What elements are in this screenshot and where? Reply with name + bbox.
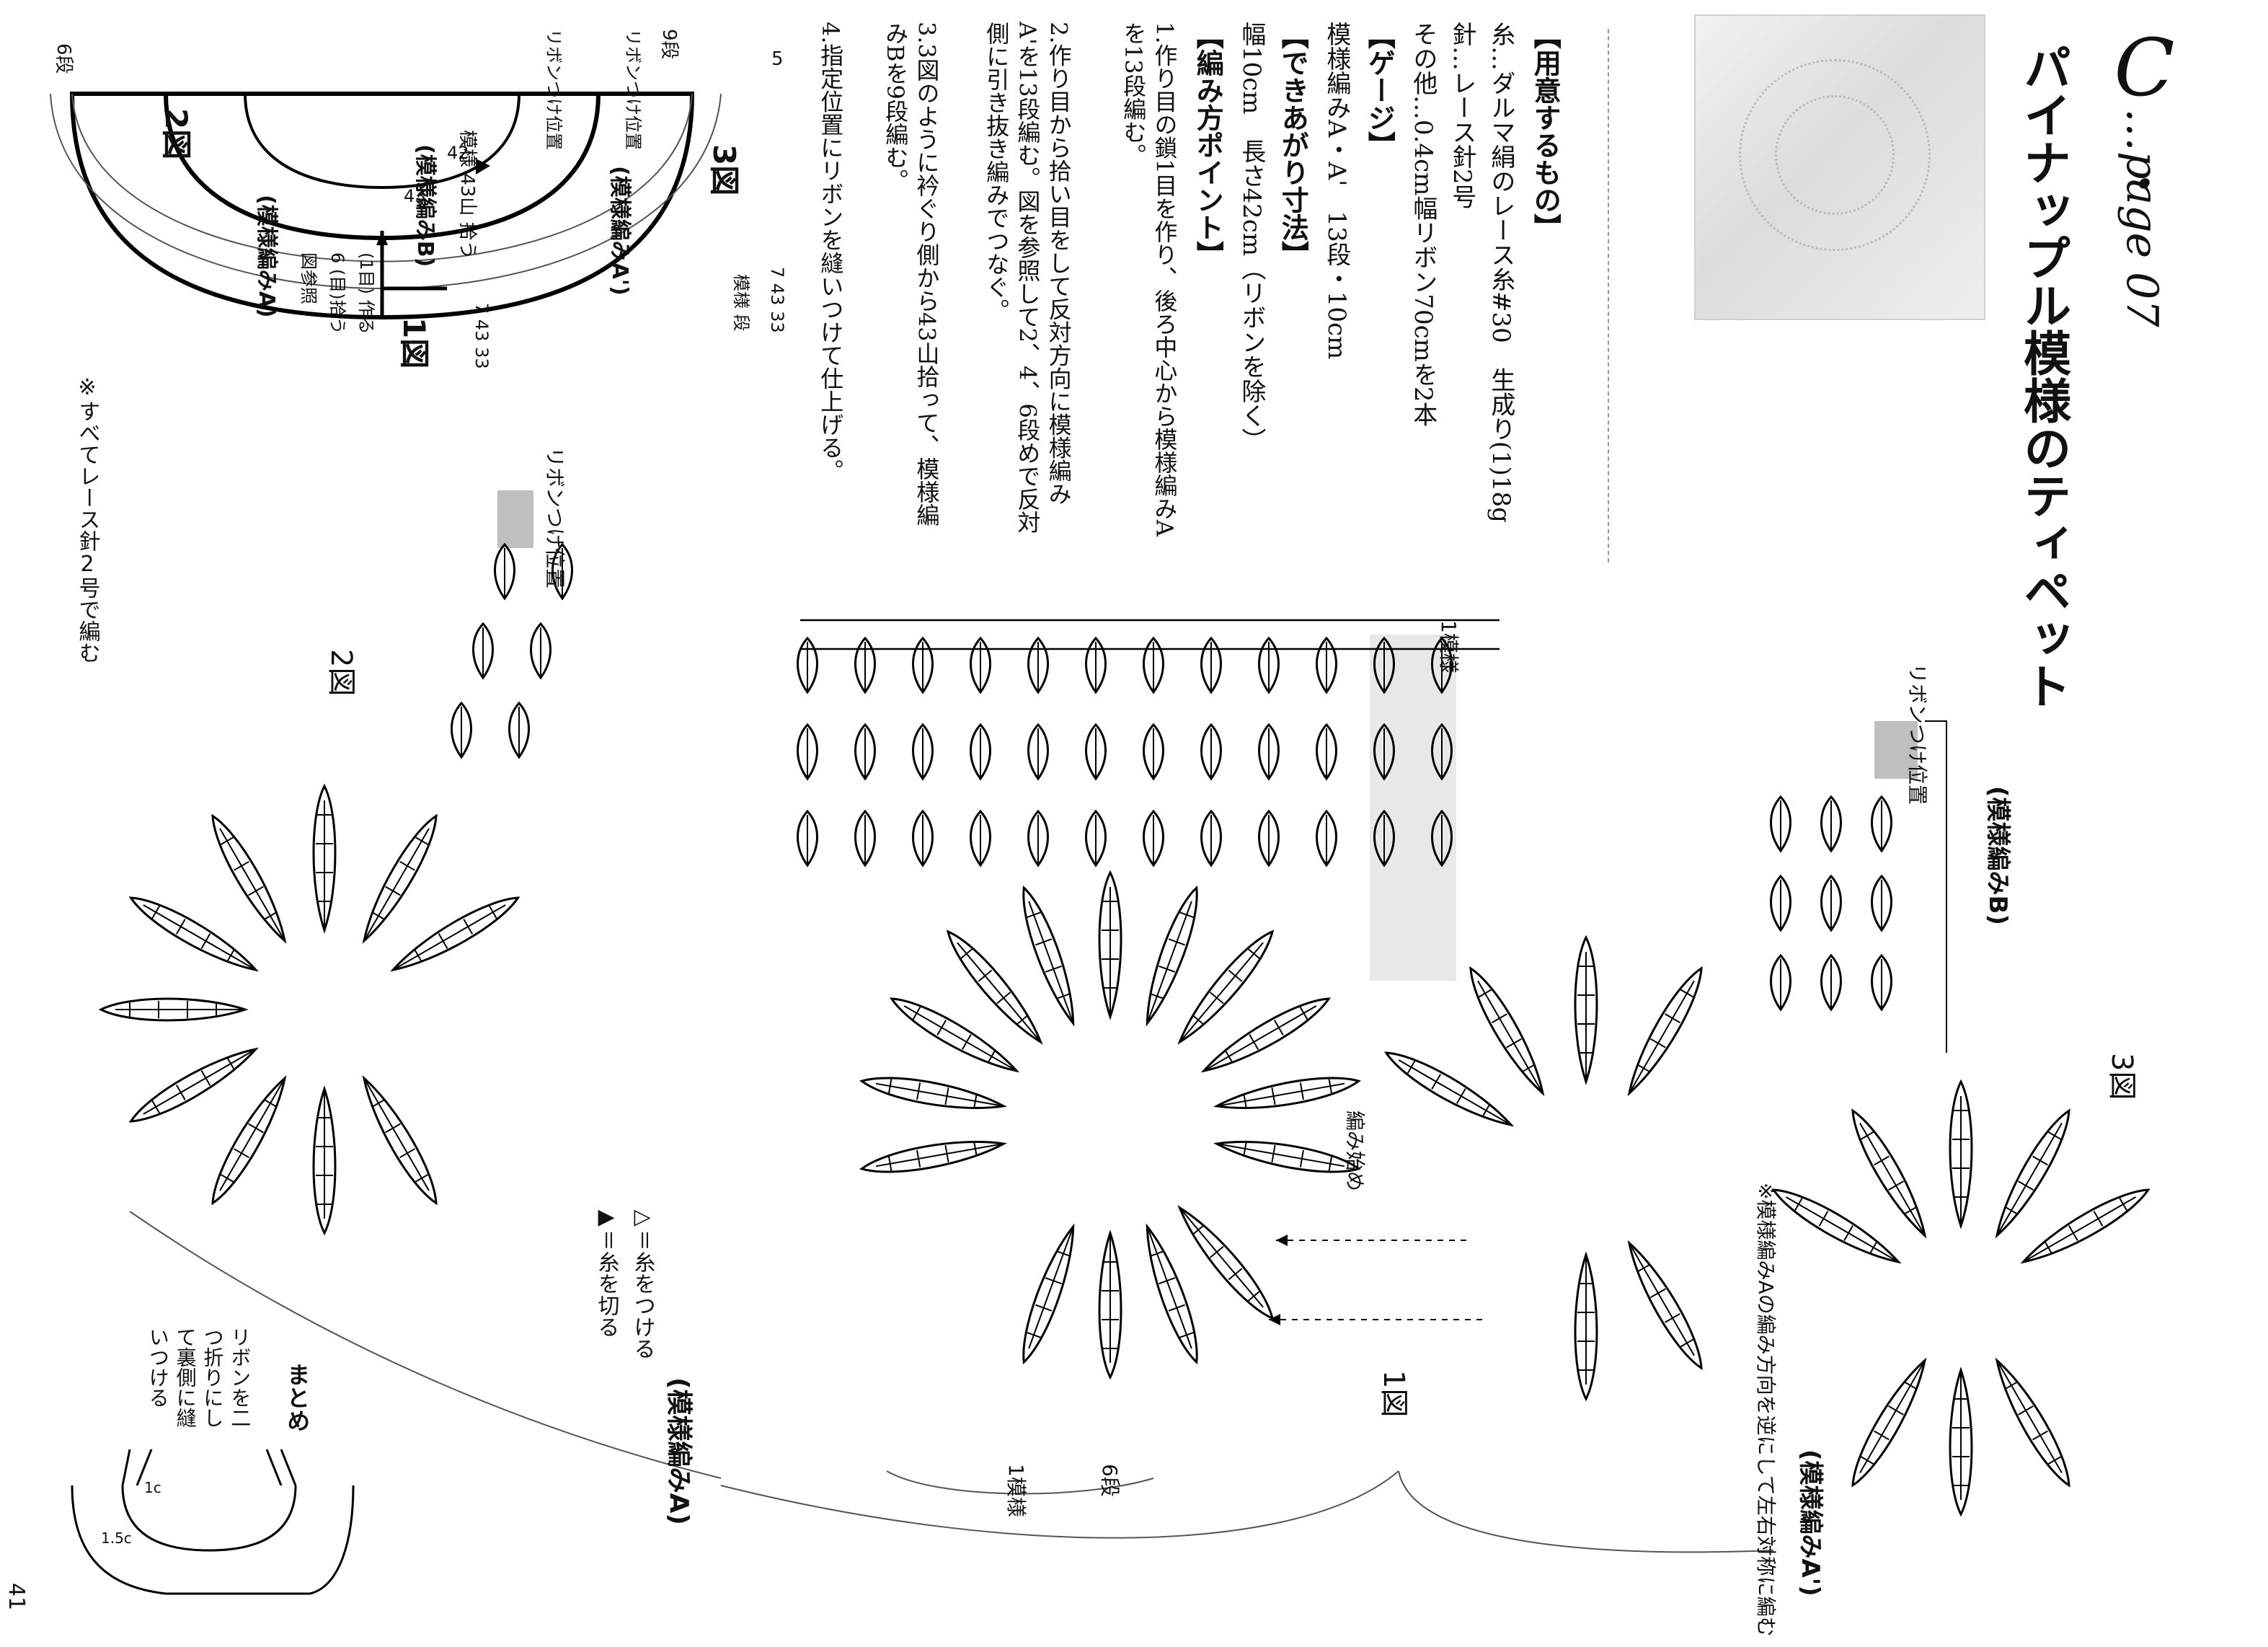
materials-other: その他…0.4cm幅リボン70cmを2本 (1408, 22, 1438, 427)
page-title: パイナップル模様のティペット (2016, 43, 2073, 710)
schem-count-bottom: 7 43 33 (471, 303, 492, 369)
schematic-note: ※すべてレース針2号で編む (74, 375, 100, 663)
points-step-4: 4.指定位置にリボンを縫いつけて仕上げる。 (817, 22, 845, 482)
finishing-dim-1: 1c (144, 1479, 161, 1496)
points-heading: 【編み方ポイント】 (1192, 22, 1225, 268)
schem-fig1-label: 1図 (397, 317, 432, 368)
gauge-text: 模様編みA・A' 13段・10cm (1321, 22, 1351, 360)
fig2-title: 2図 (324, 649, 358, 696)
schem-fig2-label: 2図 (159, 108, 194, 159)
finishing-text: リボンを二つ折りにして裏側に縫いつける (146, 1327, 252, 1428)
size-text: 幅10cm 長さ42cm（リボンを除く） (1236, 22, 1266, 453)
schem-count-right: 7 43 33 (767, 267, 787, 333)
fig3-pattern-b: (模様編みB) (1983, 786, 2012, 925)
schem-num-42: 42 (447, 143, 469, 163)
fig1-upper-leaves (797, 637, 1453, 867)
chart-fig2: 2図 リボンつけ位置 (模様編みA) (99, 447, 722, 1525)
size-heading: 【できあがり寸法】 (1277, 22, 1310, 268)
fig1-six-rows: 6段 (1098, 1464, 1122, 1497)
fig1-start: 編み始め (1343, 1110, 1367, 1191)
schem-pattern-a: (模様編みA) (254, 195, 279, 318)
fig3-reverse-note: ※模様編みAの編み方向を逆にして左右対称に編む (1754, 1183, 1778, 1637)
schem-ribbon-pos-left: リボンつけ位置 (544, 29, 564, 150)
fig3-ribbon-pos: リボンつけ位置 (1905, 663, 1929, 805)
schem-rows-6: 6段 (53, 43, 74, 74)
fig2-pattern-a: (模様編みA) (664, 1377, 694, 1525)
fig1-title: 1図 (1377, 1370, 1410, 1417)
schem-rows-5: 5 (771, 48, 784, 70)
fig1-fans (859, 871, 1362, 1379)
legend-attach: ▷＝糸をつける (629, 1204, 655, 1359)
chart-fig3: 3図 (模様編みB) リボンつけ位置 (模様編みA') ※模様編みAの編み方向を… (1754, 663, 2155, 1637)
schem-pattern-b: (模様編みB) (412, 144, 438, 267)
schem-num-43: 43 (404, 186, 426, 206)
schem-ribbon-pos-right: リボンつけ位置 (623, 29, 643, 150)
finishing-diagram: 1c 1.5c (71, 1449, 355, 1595)
fig1-right-fans (1379, 936, 1712, 1400)
schem-pickup: 6 (目)拾う (327, 252, 347, 335)
fig1-one-pattern-top: 1模様 (1437, 620, 1461, 674)
fig3-pattern-a2: (模様編みA') (1796, 1449, 1825, 1597)
materials-yarn: 糸…ダルマ絹のレース糸#30 生成り(1)18g (1486, 22, 1515, 523)
product-photo (1694, 14, 1985, 320)
points-step-3: 3.3図のように衿ぐり側から43山拾って、模様編みBを9段編む。 (882, 22, 941, 526)
schem-fig3-label: 3図 (706, 144, 742, 195)
finishing-dim-15: 1.5c (101, 1529, 132, 1547)
schem-start-note: (1目) 作る (356, 252, 376, 335)
column-divider (1608, 29, 1609, 562)
schem-refer: 図参照 (298, 252, 319, 304)
points-step-2: 2.作り目から拾い目をして反対方向に模様編みA'を13段編む。図を参照して2、4… (983, 22, 1073, 534)
fig1-one-pattern-bottom: 1模様 (1004, 1464, 1028, 1517)
schem-pattern-rows: 模様 段 (731, 274, 751, 332)
schem-rows-9: 9段 (658, 29, 680, 60)
points-step-1: 1.作り目の鎖1目を作り、後ろ中心から模様編みAを13段編む。 (1120, 22, 1179, 537)
schem-pattern-a2: (模様編みA') (607, 166, 632, 296)
chapter-letter: C. (2098, 22, 2191, 206)
page-number: 41 (4, 1583, 29, 1611)
page-reference: …page 07 (2117, 108, 2167, 327)
fig3-title: 3図 (2105, 1053, 2138, 1100)
gauge-heading: 【ゲージ】 (1363, 22, 1396, 159)
materials-needle: 針…レース針2号 (1447, 22, 1476, 209)
fig2-ribbon-pos: リボンつけ位置 (543, 447, 567, 588)
chart-fig1: 1図 1模様 1模様 6段 編み始め (720, 619, 1774, 1553)
legend-cut: ▶＝糸を切る (593, 1204, 619, 1338)
schem-pattern-b-sub: 模様 43山 拾う (456, 130, 478, 260)
materials-heading: 【用意するもの】 (1529, 22, 1562, 241)
finishing-heading: まとめ (283, 1363, 311, 1432)
tippet-schematic: 3図 2図 1図 (模様編みB) (模様編みA) (模様編みA') 模様 43山… (50, 29, 787, 369)
